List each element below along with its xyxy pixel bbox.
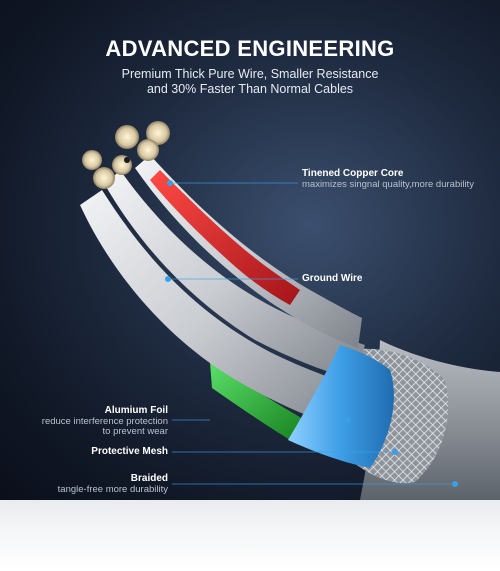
cable-illustration xyxy=(80,121,500,500)
copper-core-title: Tinened Copper Core xyxy=(302,168,404,179)
braided-title: Braided xyxy=(130,473,168,484)
banner-title: ADVANCED ENGINEERING xyxy=(105,36,395,61)
aluminum-foil xyxy=(210,362,305,440)
blue-band xyxy=(288,345,394,468)
protective-mesh-title: Protective Mesh xyxy=(91,446,168,457)
braided-desc: tangle-free more durability xyxy=(57,484,168,495)
callout-lines xyxy=(168,182,455,485)
strand-tips xyxy=(82,121,170,189)
aluminum-foil-desc-1: reduce interference protection xyxy=(41,416,168,427)
copper-core-desc: maximizes singnal quality,more durabilit… xyxy=(302,179,474,190)
reflection-strip xyxy=(0,500,500,571)
product-banner: ADVANCED ENGINEERING Premium Thick Pure … xyxy=(0,0,500,500)
aluminum-foil-desc-2: to prevent wear xyxy=(102,426,168,437)
aluminum-foil-title: Alumium Foil xyxy=(104,405,168,416)
callout-dots xyxy=(165,180,458,487)
wire-white-middle xyxy=(105,170,365,380)
subtitle-line-2: and 30% Faster Than Normal Cables xyxy=(146,82,354,96)
ground-wire-title: Ground Wire xyxy=(302,273,363,284)
wire-red xyxy=(150,170,300,305)
wire-white-lower xyxy=(80,190,360,430)
banner-subtitle: Premium Thick Pure Wire, Smaller Resista… xyxy=(0,67,500,97)
subtitle-line-1: Premium Thick Pure Wire, Smaller Resista… xyxy=(121,67,379,81)
